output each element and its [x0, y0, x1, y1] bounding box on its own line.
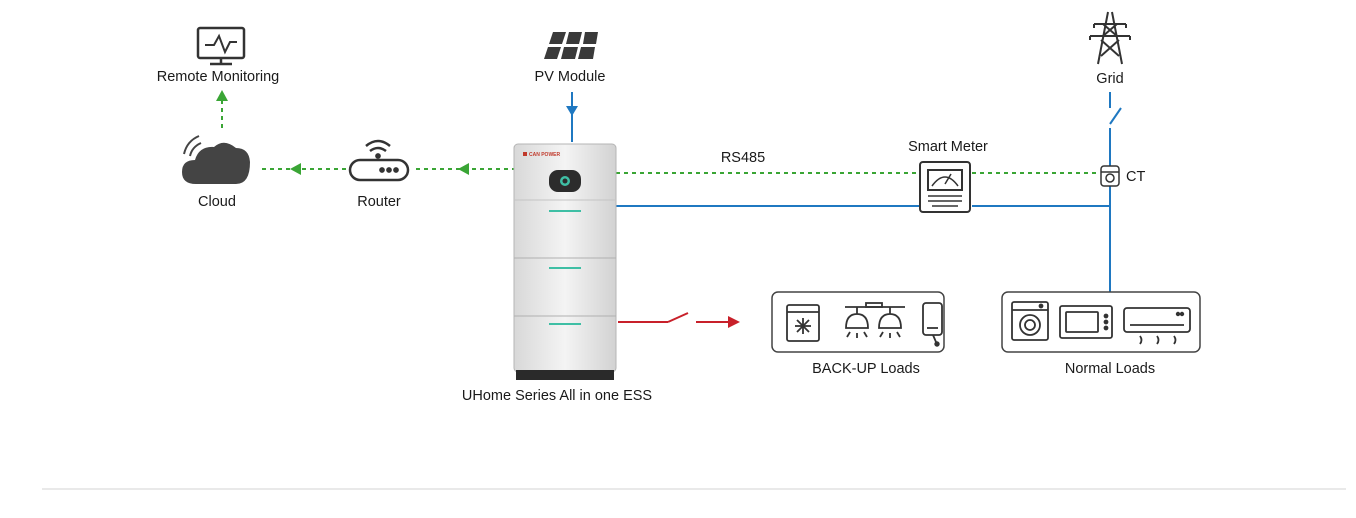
microwave-icon [1059, 305, 1113, 339]
air-conditioner-icon [1123, 307, 1191, 345]
ceiling-lights-icon [845, 302, 905, 338]
normal-loads-label: Normal Loads [1065, 361, 1155, 377]
remote-monitoring-label: Remote Monitoring [157, 69, 280, 85]
cloud-arrow-head [290, 163, 301, 175]
smart-meter-icon [919, 161, 971, 213]
router-icon [348, 139, 410, 182]
ess-accent-strip-1 [549, 210, 581, 212]
ess-accent-strip-3 [549, 323, 581, 325]
rs485-label: RS485 [721, 150, 765, 166]
pv-module-icon [544, 32, 598, 59]
grid-label: Grid [1096, 71, 1123, 87]
router-arrow-head [458, 163, 469, 175]
ess-brand-mark [523, 152, 527, 156]
ct-label: CT [1126, 169, 1145, 185]
power-lines [571, 92, 1122, 292]
cloud-label: Cloud [198, 194, 236, 210]
washing-machine-icon [1011, 301, 1049, 341]
backup-line [618, 312, 730, 323]
pv-module-label: PV Module [535, 69, 606, 85]
ess-base [516, 370, 614, 380]
ess-brand-text: CAN POWER [529, 152, 561, 158]
ct-icon [1100, 165, 1120, 187]
backup-loads-label: BACK-UP Loads [812, 361, 920, 377]
cloud-icon [182, 135, 250, 184]
ess-cabinet: CAN POWER [513, 143, 617, 380]
backup-arrow-head [728, 316, 740, 328]
normal-loads-box [1001, 291, 1201, 353]
monitor-icon [196, 26, 246, 66]
monitor-arrow-head [216, 90, 228, 101]
smart-meter-label: Smart Meter [908, 139, 988, 155]
backup-switch [667, 312, 689, 323]
phone-icon [922, 302, 943, 347]
grid-tower-icon [1089, 11, 1131, 65]
ess-accent-strip-2 [549, 267, 581, 269]
pv-arrow-head [566, 106, 578, 116]
ess-label: UHome Series All in one ESS [462, 388, 652, 404]
grid-switch-line [1109, 107, 1122, 125]
router-label: Router [357, 194, 401, 210]
freezer-icon [786, 304, 820, 342]
